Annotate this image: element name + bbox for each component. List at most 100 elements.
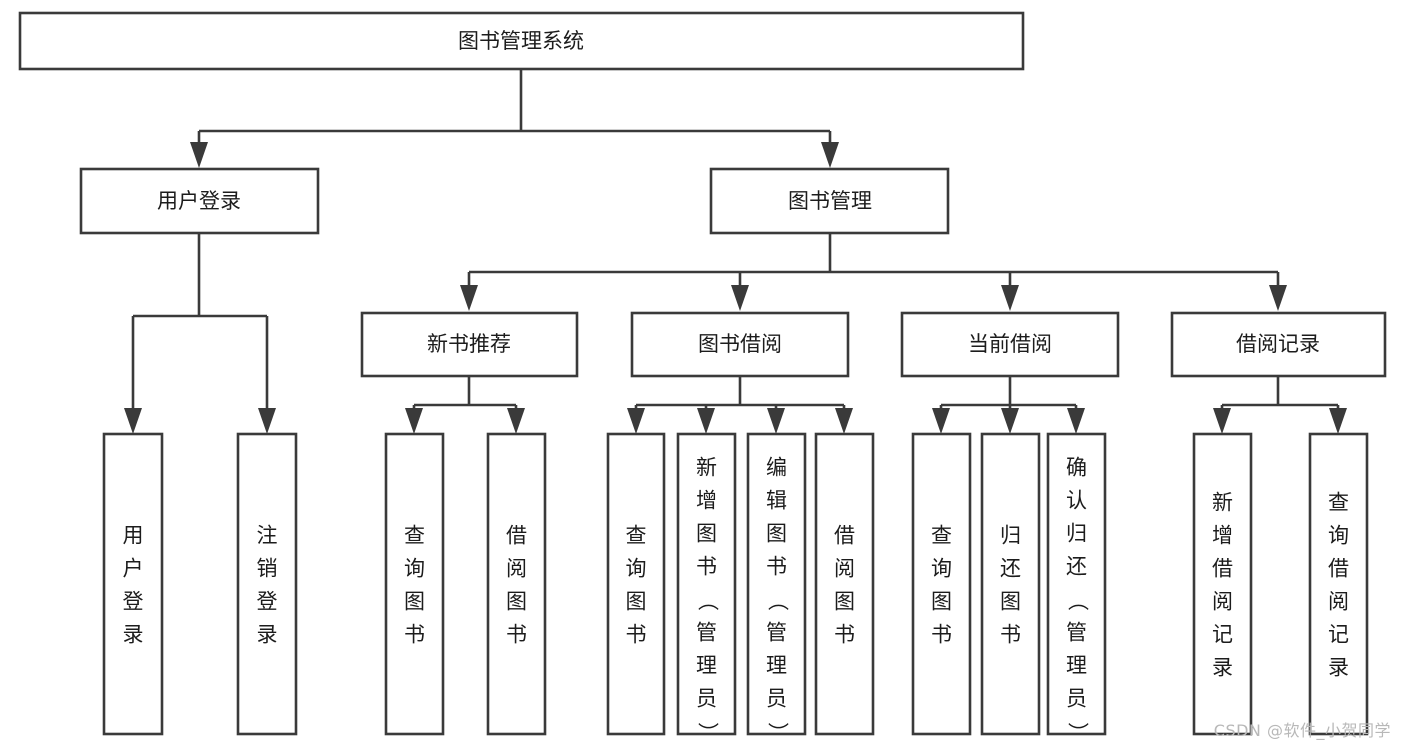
leaf-node-add-record-box[interactable]	[1192, 432, 1253, 736]
svg-text:阅: 阅	[834, 557, 855, 581]
node-user-login-box[interactable]	[79, 167, 320, 235]
arrow-head-leaf-query-book-2	[627, 408, 645, 434]
leaf-node-add-book[interactable]	[676, 432, 737, 736]
svg-text:销: 销	[257, 557, 278, 581]
arrow-head-leaf-user-login	[124, 408, 142, 434]
leaf-node-add-book-box[interactable]	[676, 432, 737, 736]
svg-text:归: 归	[1066, 522, 1087, 546]
node-borrow-record-label: 借阅记录	[1236, 332, 1320, 356]
svg-text:归: 归	[1000, 524, 1021, 548]
svg-text:借: 借	[506, 524, 527, 548]
node-book-manage-box[interactable]	[709, 167, 950, 235]
arrow-head-user-login	[190, 142, 208, 168]
leaf-node-user-login-box[interactable]	[102, 432, 164, 736]
svg-text:录: 录	[123, 623, 144, 647]
svg-text:管: 管	[1066, 621, 1087, 645]
node-root[interactable]: 图书管理系统	[18, 11, 1025, 71]
node-book-borrow-label: 图书借阅	[698, 332, 782, 356]
svg-text:户: 户	[123, 557, 144, 581]
svg-text:注: 注	[257, 524, 278, 548]
arrow-head-leaf-edit-book	[767, 408, 785, 434]
node-new-book-rec[interactable]: 新书推荐	[360, 311, 579, 378]
node-book-manage[interactable]: 图书管理	[709, 167, 950, 235]
node-new-book-rec-box[interactable]	[360, 311, 579, 378]
node-book-borrow-box[interactable]	[630, 311, 850, 378]
leaf-node-add-record[interactable]	[1192, 432, 1253, 736]
leaf-node-query-book-2[interactable]	[606, 432, 666, 736]
svg-text:用: 用	[123, 524, 144, 548]
node-user-login[interactable]: 用户登录	[79, 167, 320, 235]
svg-text:书: 书	[931, 623, 952, 647]
node-root-box[interactable]	[18, 11, 1025, 71]
leaf-node-return-book[interactable]	[980, 432, 1041, 736]
svg-text:录: 录	[257, 623, 278, 647]
svg-text:阅: 阅	[1212, 590, 1233, 614]
svg-text:查: 查	[931, 524, 952, 548]
svg-text:理: 理	[1066, 654, 1087, 678]
leaf-node-return-book-box[interactable]	[980, 432, 1041, 736]
arrow-head-leaf-borrow-book-2	[835, 408, 853, 434]
svg-text:）: ）	[696, 722, 720, 743]
svg-text:新: 新	[696, 456, 717, 480]
leaf-node-query-book-1-box[interactable]	[384, 432, 445, 736]
svg-text:书: 书	[696, 555, 717, 579]
leaf-node-logout[interactable]	[236, 432, 298, 736]
arrow-head-leaf-query-book-1	[405, 408, 423, 434]
svg-text:书: 书	[626, 623, 647, 647]
leaf-node-confirm-return[interactable]	[1046, 432, 1107, 736]
leaf-user-login-label: 用户登录	[123, 524, 144, 647]
leaf-node-query-book-3[interactable]	[911, 432, 972, 736]
svg-text:阅: 阅	[1328, 590, 1349, 614]
svg-text:（: （	[1066, 590, 1090, 611]
leaf-node-borrow-book-2-box[interactable]	[814, 432, 875, 736]
leaf-node-user-login[interactable]	[102, 432, 164, 736]
leaf-node-borrow-book-2[interactable]	[814, 432, 875, 736]
node-borrow-record-box[interactable]	[1170, 311, 1387, 378]
svg-text:还: 还	[1066, 555, 1087, 579]
leaf-node-query-book-2-box[interactable]	[606, 432, 666, 736]
svg-text:图: 图	[696, 522, 717, 546]
leaf-node-query-book-1[interactable]	[384, 432, 445, 736]
leaf-node-confirm-return-box[interactable]	[1046, 432, 1107, 736]
svg-text:辑: 辑	[766, 489, 787, 513]
leaf-node-query-record[interactable]	[1308, 432, 1369, 736]
svg-text:（: （	[696, 590, 720, 611]
svg-text:增: 增	[696, 489, 717, 513]
leaf-node-borrow-book-1-box[interactable]	[486, 432, 547, 736]
svg-text:新: 新	[1212, 491, 1233, 515]
svg-text:）: ）	[766, 722, 790, 743]
svg-text:确: 确	[1066, 456, 1087, 480]
leaf-node-logout-box[interactable]	[236, 432, 298, 736]
svg-text:图: 图	[1000, 590, 1021, 614]
svg-text:书: 书	[834, 623, 855, 647]
svg-text:询: 询	[404, 557, 425, 581]
leaf-node-edit-book-box[interactable]	[746, 432, 807, 736]
svg-text:书: 书	[766, 555, 787, 579]
arrow-head-leaf-return-book	[1001, 408, 1019, 434]
node-borrow-record[interactable]: 借阅记录	[1170, 311, 1387, 378]
leaf-node-query-record-box[interactable]	[1308, 432, 1369, 736]
svg-text:员: 员	[1066, 687, 1087, 711]
node-current-borrow[interactable]: 当前借阅	[900, 311, 1120, 378]
arrow-head-leaf-borrow-book-1	[507, 408, 525, 434]
arrow-head-leaf-add-book	[697, 408, 715, 434]
node-book-borrow[interactable]: 图书借阅	[630, 311, 850, 378]
arrow-head-leaf-confirm-return	[1067, 408, 1085, 434]
node-new-book-rec-label: 新书推荐	[427, 332, 511, 356]
leaf-node-query-book-3-box[interactable]	[911, 432, 972, 736]
svg-text:登: 登	[123, 590, 144, 614]
arrow-head-leaf-add-record	[1213, 408, 1231, 434]
svg-text:询: 询	[931, 557, 952, 581]
node-current-borrow-box[interactable]	[900, 311, 1120, 378]
leaf-node-edit-book[interactable]	[746, 432, 807, 736]
leaf-node-borrow-book-1[interactable]	[486, 432, 547, 736]
